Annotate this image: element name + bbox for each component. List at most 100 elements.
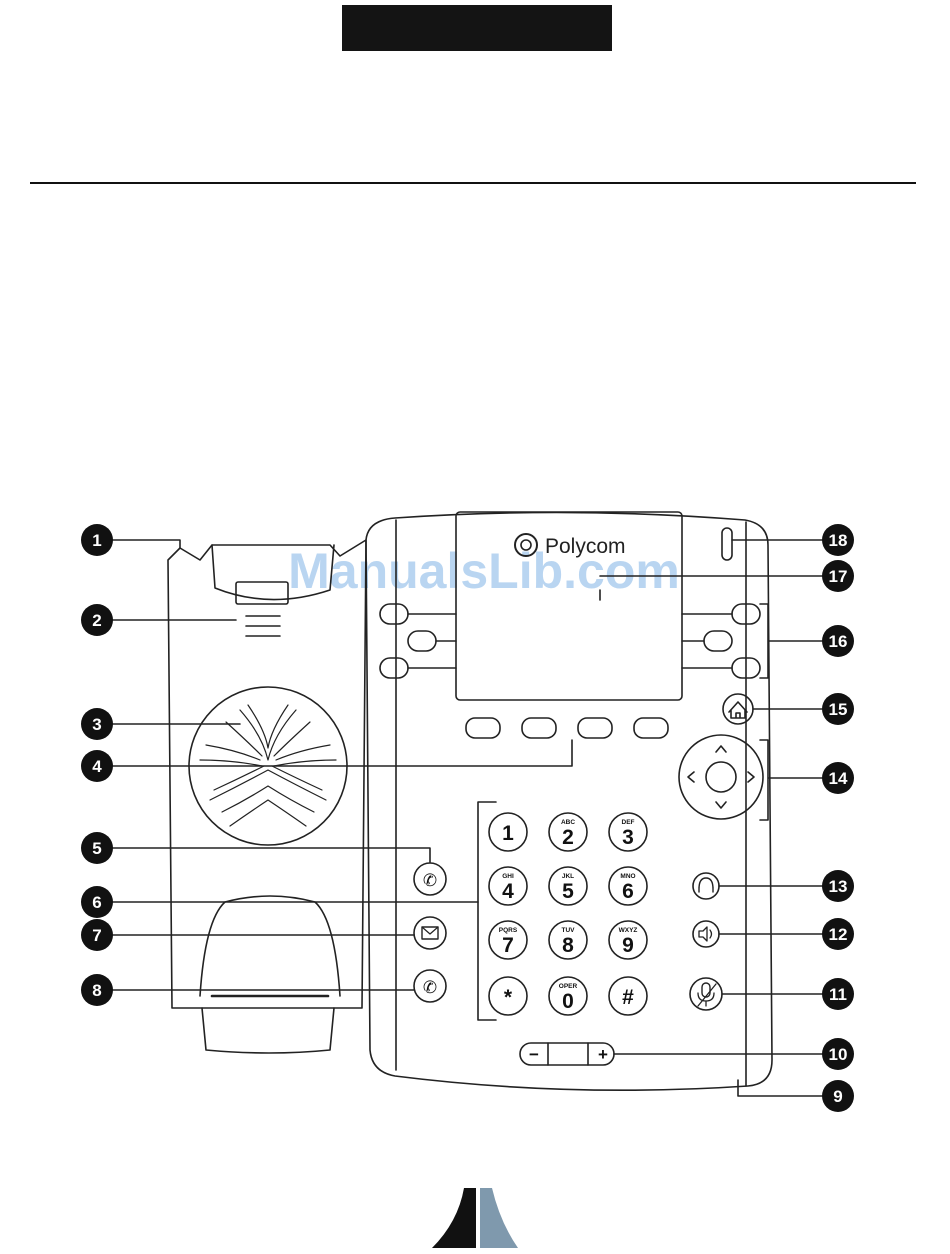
envelope-flap: [422, 927, 438, 934]
callout-badge: 9: [822, 1080, 854, 1112]
callout-badge: 12: [822, 918, 854, 950]
dial-key-digit: 4: [502, 880, 514, 903]
callout-number: 2: [92, 611, 101, 630]
callout-number: 17: [829, 567, 848, 586]
messages-key[interactable]: [414, 917, 446, 949]
dial-key[interactable]: #: [609, 977, 647, 1015]
home-icon: [729, 702, 747, 718]
callout-badge: 3: [81, 708, 113, 740]
callout-number: 4: [92, 757, 102, 776]
callout-badge: 6: [81, 886, 113, 918]
leader-4: [112, 740, 572, 766]
callout-badge: 14: [822, 762, 854, 794]
dial-key-digit: 7: [502, 934, 514, 957]
polycom-logo: Polycom: [515, 534, 626, 558]
message-indicator[interactable]: [722, 528, 732, 560]
callout-badge: 18: [822, 524, 854, 556]
line-key-left-1[interactable]: [380, 604, 408, 624]
callout-badge: 11: [822, 978, 854, 1010]
leader-5: [112, 848, 430, 862]
callout-badge: 8: [81, 974, 113, 1006]
handset-base: [202, 1008, 334, 1053]
dial-key-letters: ABC: [561, 819, 575, 826]
dial-key-digit: 9: [622, 934, 634, 957]
leader-1: [112, 540, 180, 548]
callout-badge: 13: [822, 870, 854, 902]
dial-key-letters: TUV: [562, 927, 576, 934]
callout-number: 8: [92, 981, 101, 1000]
dial-key-digit: 5: [562, 880, 574, 903]
dial-key-digit: 8: [562, 934, 574, 957]
select-key[interactable]: [706, 762, 736, 792]
volume-minus-label: −: [529, 1045, 539, 1064]
callout-badge: 5: [81, 832, 113, 864]
handset-lower: [200, 896, 340, 996]
callout-number: 6: [92, 893, 101, 912]
callout-badge: 16: [822, 625, 854, 657]
callout-number: 1: [92, 531, 101, 550]
callout-number: 10: [829, 1045, 848, 1064]
callout-number: 3: [92, 715, 101, 734]
callout-number: 5: [92, 839, 101, 858]
callout-badge: 7: [81, 919, 113, 951]
dial-key-letters: WXYZ: [619, 927, 638, 934]
dial-key-letters: GHI: [502, 873, 514, 880]
microphone-stand: [698, 984, 716, 1006]
soft-key-2[interactable]: [522, 718, 556, 738]
nav-up-icon[interactable]: [716, 746, 726, 752]
brand-mark-icon: [432, 1188, 518, 1248]
line-key-right-2[interactable]: [704, 631, 732, 651]
leader-9: [738, 1080, 822, 1096]
callout-number: 7: [92, 926, 101, 945]
soft-key-4[interactable]: [634, 718, 668, 738]
volume-plus-label: +: [598, 1045, 608, 1064]
callout-badge: 4: [81, 750, 113, 782]
callout-number: 14: [829, 769, 848, 788]
callout-badge: 2: [81, 604, 113, 636]
dial-key-letters: DEF: [622, 819, 635, 826]
dial-key-letters: MNO: [620, 873, 635, 880]
callout-number: 15: [829, 700, 848, 719]
hookswitch-tab: [236, 582, 288, 604]
nav-down-icon[interactable]: [716, 802, 726, 808]
nav-left-icon[interactable]: [688, 772, 694, 782]
callout-number: 12: [829, 925, 848, 944]
line-key-left-3[interactable]: [380, 658, 408, 678]
callout-badge: 15: [822, 693, 854, 725]
dial-key-digit: 0: [562, 990, 574, 1013]
soft-key-3[interactable]: [578, 718, 612, 738]
nav-right-icon[interactable]: [748, 772, 754, 782]
dial-key-letters: JKL: [562, 873, 574, 880]
dial-key[interactable]: 1: [489, 813, 527, 851]
callout-number: 13: [829, 877, 848, 896]
dial-key-digit: 6: [622, 880, 634, 903]
line-key-left-2[interactable]: [408, 631, 436, 651]
callout-badge: 17: [822, 560, 854, 592]
callout-number: 11: [829, 985, 847, 1004]
home-key[interactable]: [723, 694, 753, 724]
soft-key-1[interactable]: [466, 718, 500, 738]
dial-key-letters: PQRS: [499, 927, 518, 934]
transfer-icon: ✆: [423, 871, 437, 891]
speakerphone-key[interactable]: [693, 921, 719, 947]
dial-key-digit: 3: [622, 826, 634, 849]
dial-key-digit: 2: [562, 826, 574, 849]
speaker-icon: [699, 927, 712, 941]
navigation-ring[interactable]: [679, 735, 763, 819]
headset-key[interactable]: [693, 873, 719, 899]
dial-key-letters: OPER: [559, 983, 578, 990]
keypad-bracket: [478, 802, 496, 1020]
dial-key[interactable]: *: [489, 977, 527, 1015]
